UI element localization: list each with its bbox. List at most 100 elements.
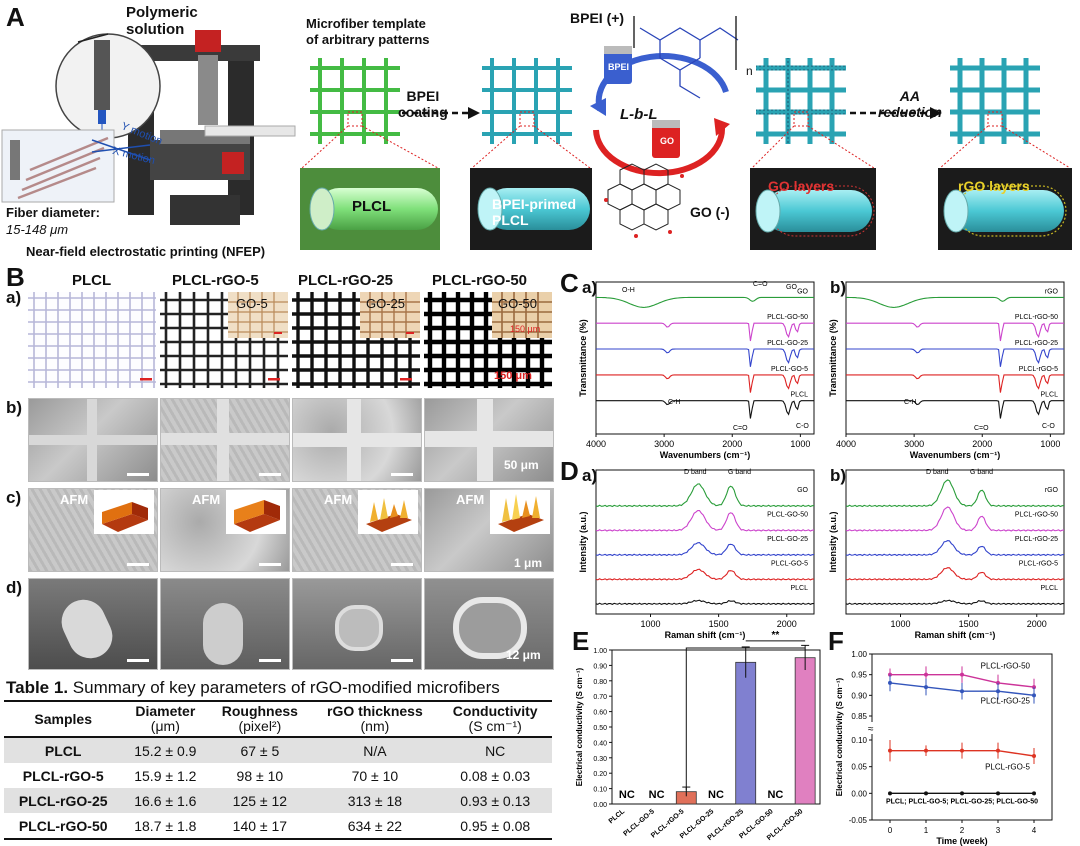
x-tick-label: 4000 [586, 439, 606, 449]
nc-label: NC [649, 789, 665, 801]
x-axis-label: Raman shift (cm⁻¹) [915, 630, 996, 640]
table1-header-row: Samples Diameter(μm) Roughness(pixel²) r… [4, 701, 552, 738]
series-label: PLCL-rGO-5 [985, 762, 1030, 771]
series-label: PLCL [1040, 585, 1058, 592]
col-rgo50: PLCL-rGO-50 [432, 272, 528, 289]
scale-b-label: 50 μm [504, 458, 539, 472]
x-axis-label: Wavenumbers (cm⁻¹) [660, 450, 750, 460]
y-tick-label: -0.05 [849, 816, 868, 825]
plot-frame [595, 281, 815, 435]
series-label: PLCL [1040, 392, 1058, 399]
annotation: G band [970, 469, 993, 476]
table-cell: PLCL-rGO-5 [22, 767, 104, 784]
y-tick-label: 0.95 [851, 671, 867, 680]
col-rgo5: PLCL-rGO-5 [172, 272, 259, 289]
spectrum-line [846, 296, 1064, 308]
y-tick-label: 0.60 [593, 710, 607, 717]
spectrum-line [595, 568, 814, 581]
x-tick-label: 1000 [790, 439, 810, 449]
series-label: PLCL-GO-5 [771, 366, 808, 373]
data-point [960, 791, 964, 796]
x-tick-label: 2 [960, 826, 965, 835]
significance-bracket [685, 647, 806, 791]
x-tick-label: 4 [1032, 826, 1037, 835]
table1-caption-bold: Table 1. [6, 678, 69, 697]
spectrum-line [845, 567, 1064, 581]
series-label: PLCL-rGO-25 [981, 697, 1031, 706]
afm-label-3: AFM [324, 492, 353, 507]
table-cell: PLCL-rGO-25 [4, 788, 123, 813]
x-tick-label: 3 [996, 826, 1001, 835]
table1-caption: Table 1. Summary of key parameters of rG… [6, 678, 500, 698]
data-point [924, 791, 928, 796]
panel-b-label: B [6, 262, 25, 292]
spectrum-line [845, 479, 1064, 508]
annotation: C=O [753, 281, 768, 288]
y-axis-label: Transmittance (%) [578, 319, 588, 397]
spectrum-line [596, 322, 814, 342]
sem-row-b-4 [424, 398, 554, 482]
annotation: C-H [904, 399, 916, 406]
data-point [996, 791, 1000, 796]
spectrum-line [846, 374, 1064, 393]
lbl-process-diagram [300, 16, 1072, 250]
x-tick-label: 1 [924, 826, 929, 835]
panel-c-label: C [560, 268, 579, 298]
sem-row-b-1 [28, 398, 158, 482]
series-label: PLCL-GO-50 [767, 511, 808, 518]
y-axis-label: Intensity (a.u.) [828, 511, 838, 572]
inset-scale-label: 150 μm [510, 324, 541, 334]
table-cell: N/A [311, 737, 439, 763]
table-cell: 16.6 ± 1.6 [122, 788, 209, 813]
data-point [1032, 791, 1036, 796]
afm-insets [94, 490, 550, 534]
x-tick-label: 2000 [972, 439, 992, 449]
spectrum-line [595, 542, 815, 557]
series-label: PLCL-GO-25 [767, 536, 808, 543]
panel-cb-label: b) [830, 278, 847, 297]
row-a-grids [28, 292, 552, 388]
table1-caption-rest: Summary of key parameters of rGO-modifie… [68, 678, 500, 697]
afm-label-4: AFM [456, 492, 485, 507]
plot-frame [845, 281, 1065, 435]
template-title: Microfiber template of arbitrary pattern… [306, 16, 430, 47]
table1: Samples Diameter(μm) Roughness(pixel²) r… [4, 700, 552, 840]
nc-label: NC [619, 789, 635, 801]
annotation: GO [786, 284, 797, 291]
x-tick-label: 2000 [722, 439, 742, 449]
x-tick-label: 2000 [777, 619, 797, 629]
x-tick-label: 1500 [959, 619, 979, 629]
go-layers-label: GO layers [768, 178, 835, 194]
series-label: PLCL-rGO-5 [1019, 366, 1058, 373]
y-tick-label: 0.40 [593, 740, 607, 747]
series-label: PLCL-rGO-50 [1015, 314, 1058, 321]
y-tick-label: 0.70 [593, 694, 607, 701]
plot-frame [611, 649, 821, 805]
spectrum-line [596, 374, 814, 393]
x-tick-label: 1500 [709, 619, 729, 629]
table-cell: 18.7 ± 1.8 [134, 817, 197, 834]
y-tick-label: 0.10 [851, 736, 867, 745]
bar [735, 661, 757, 805]
x-tick-label: 1000 [890, 619, 910, 629]
row-c-label: c) [6, 488, 22, 507]
y-tick-label: 0.10 [593, 787, 607, 794]
bpei-charge-label: BPEI (+) [570, 10, 625, 26]
data-point [888, 791, 892, 796]
annotation: C=O [733, 425, 748, 432]
y-axis-label: Transmittance (%) [828, 319, 838, 397]
polymeric-solution-label: Polymeric solution [126, 4, 198, 38]
table-cell: 0.95 ± 0.08 [460, 817, 531, 834]
y-tick-label: 0.90 [593, 663, 607, 670]
panel-db-label: b) [830, 466, 847, 485]
y-axis-label: Electrical conductivity (S cm⁻¹) [575, 667, 584, 786]
series-label: PLCL-rGO-5 [1019, 560, 1058, 567]
sem-row-d-1 [28, 578, 158, 670]
spectrum-line [846, 322, 1064, 342]
annotation: D band [926, 469, 949, 476]
spectrum-line [845, 506, 1065, 532]
y-tick-label: 0.85 [851, 712, 867, 721]
